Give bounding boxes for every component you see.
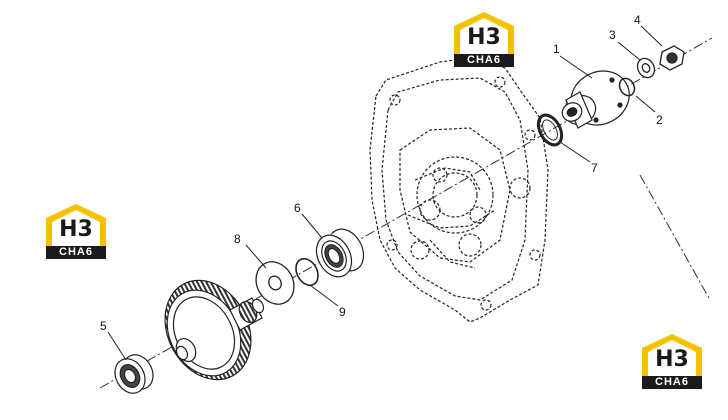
brand-logo-left: H3 CHA6: [44, 202, 108, 260]
callout-2: 2: [656, 113, 663, 127]
callout-5: 5: [100, 319, 107, 333]
leader-4: [640, 25, 663, 47]
part-9-snap-ring: [295, 257, 319, 287]
part-8-thrust-washer: [255, 261, 295, 305]
callout-7: 7: [591, 161, 598, 175]
callout-6: 6: [294, 201, 301, 215]
leader-5: [107, 331, 127, 361]
callout-8: 8: [234, 232, 241, 246]
leader-3: [617, 41, 641, 61]
idler-gear: [164, 279, 265, 381]
logo-caption: CHA6: [454, 54, 514, 67]
logo-house-icon: [46, 204, 106, 248]
leader-1: [559, 55, 593, 79]
logo-caption: CHA6: [46, 246, 106, 259]
leader-2: [635, 95, 656, 113]
leader-7: [559, 141, 591, 163]
part-6-bearing: [315, 228, 365, 278]
leader-8: [245, 244, 267, 269]
part-4-nut: [659, 45, 685, 71]
callout-3: 3: [609, 28, 616, 42]
callout-9: 9: [339, 305, 346, 319]
leader-lines: [107, 25, 663, 361]
part-5-bearing: [114, 354, 154, 394]
logo-house-icon: [454, 12, 514, 56]
part-3-washer: [636, 57, 656, 79]
logo-caption: CHA6: [642, 376, 702, 389]
logo-mark: H3: [467, 25, 501, 50]
part-2-o-ring: [618, 77, 636, 97]
brand-logo-top: H3 CHA6: [452, 10, 516, 68]
part-1-flange-cover: [561, 70, 630, 129]
transmission-housing: [369, 57, 549, 323]
leader-6: [301, 213, 323, 239]
callout-numbers: 1 2 3 4 5 6 7 8 9: [100, 13, 663, 333]
leader-9: [309, 284, 339, 307]
callout-1: 1: [553, 42, 560, 56]
callout-4: 4: [634, 13, 641, 27]
part-7-seal-ring: [536, 113, 564, 147]
brand-logo-bottom-right: H3 CHA6: [640, 332, 704, 390]
logo-mark: H3: [59, 217, 93, 242]
logo-mark: H3: [655, 347, 689, 372]
logo-house-icon: [642, 334, 702, 378]
